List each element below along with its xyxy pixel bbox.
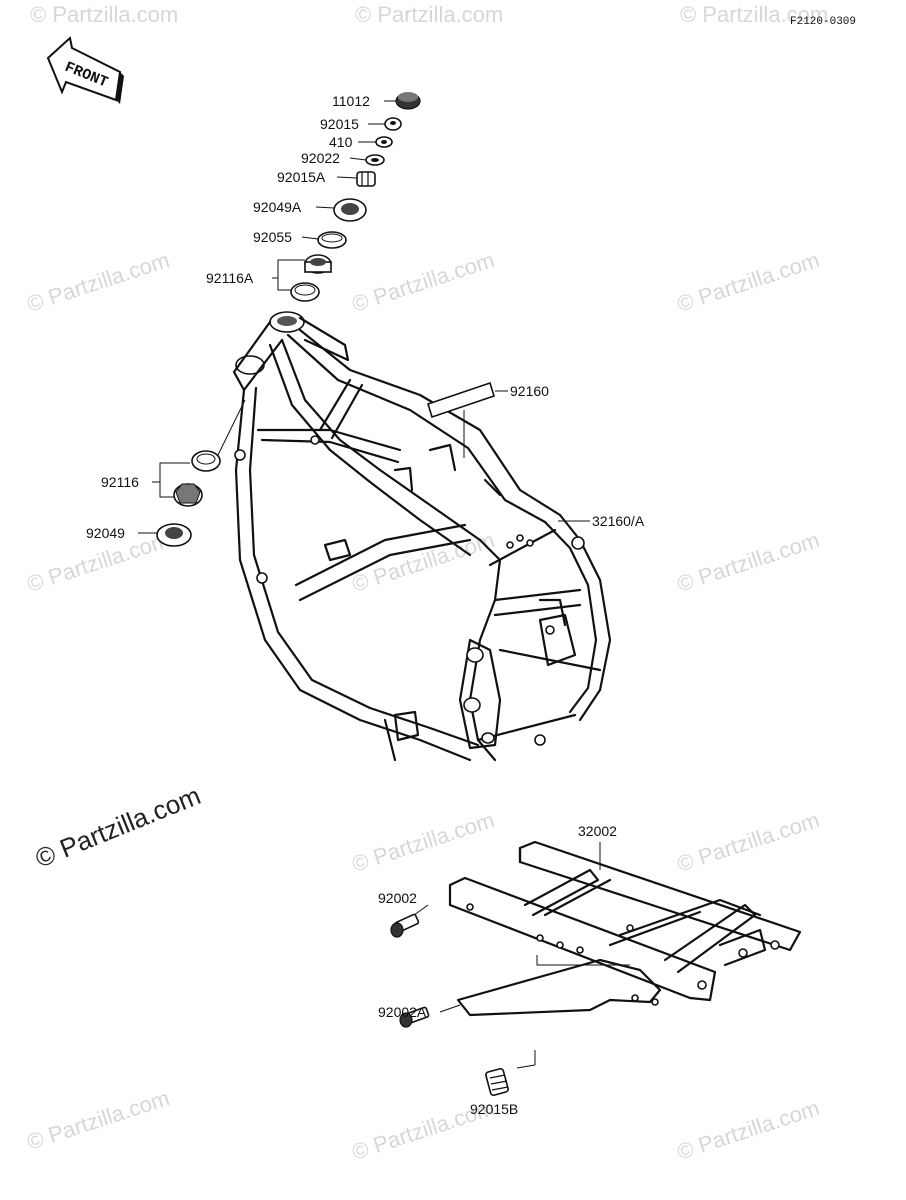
- part-label-11012[interactable]: 11012: [332, 93, 370, 109]
- part-label-92116[interactable]: 92116: [101, 474, 139, 490]
- steering-stem-parts: [290, 92, 421, 302]
- part-label-92002a[interactable]: 92002A: [378, 1004, 427, 1020]
- watermark: © Partzilla.com: [674, 247, 823, 317]
- watermark-layer: © Partzilla.com © Partzilla.com © Partzi…: [24, 2, 828, 1165]
- watermark: © Partzilla.com: [30, 2, 178, 27]
- part-label-32160a[interactable]: 32160/A: [592, 513, 645, 529]
- leader-lines-top: [272, 100, 396, 291]
- bolt-icon: [390, 913, 420, 938]
- part-label-92022[interactable]: 92022: [301, 150, 340, 166]
- diagram-code: F2120-0309: [790, 16, 856, 28]
- part-labels: 11012 92015 410 92022 92015A 92049A 9205…: [86, 93, 645, 1117]
- frame-fittings: [138, 381, 590, 547]
- watermark-main: © Partzilla.com: [31, 780, 205, 873]
- part-label-92015[interactable]: 92015: [320, 116, 359, 132]
- watermark: © Partzilla.com: [349, 807, 498, 877]
- part-label-32002[interactable]: 32002: [578, 823, 617, 839]
- part-label-92160[interactable]: 92160: [510, 383, 549, 399]
- bolt-icon: [399, 1006, 430, 1028]
- front-arrow-icon: FRONT: [46, 36, 124, 104]
- watermark: © Partzilla.com: [349, 247, 498, 317]
- part-label-92049[interactable]: 92049: [86, 525, 125, 541]
- part-label-92002[interactable]: 92002: [378, 890, 417, 906]
- main-frame: [232, 311, 612, 762]
- watermark: © Partzilla.com: [674, 807, 823, 877]
- part-label-92055[interactable]: 92055: [253, 229, 292, 245]
- watermark: © Partzilla.com: [680, 2, 828, 27]
- watermark: © Partzilla.com: [24, 1085, 173, 1155]
- watermark: © Partzilla.com: [24, 247, 173, 317]
- watermark: © Partzilla.com: [674, 527, 823, 597]
- part-label-92116a[interactable]: 92116A: [206, 270, 254, 286]
- part-label-92015a[interactable]: 92015A: [277, 169, 326, 185]
- part-label-92015b[interactable]: 92015B: [470, 1101, 518, 1117]
- watermark: © Partzilla.com: [355, 2, 503, 27]
- watermark: © Partzilla.com: [674, 1095, 823, 1165]
- part-label-410[interactable]: 410: [329, 134, 353, 150]
- lower-subframe: [390, 840, 802, 1097]
- part-label-92049a[interactable]: 92049A: [253, 199, 302, 215]
- collar-nut-icon: [485, 1067, 509, 1097]
